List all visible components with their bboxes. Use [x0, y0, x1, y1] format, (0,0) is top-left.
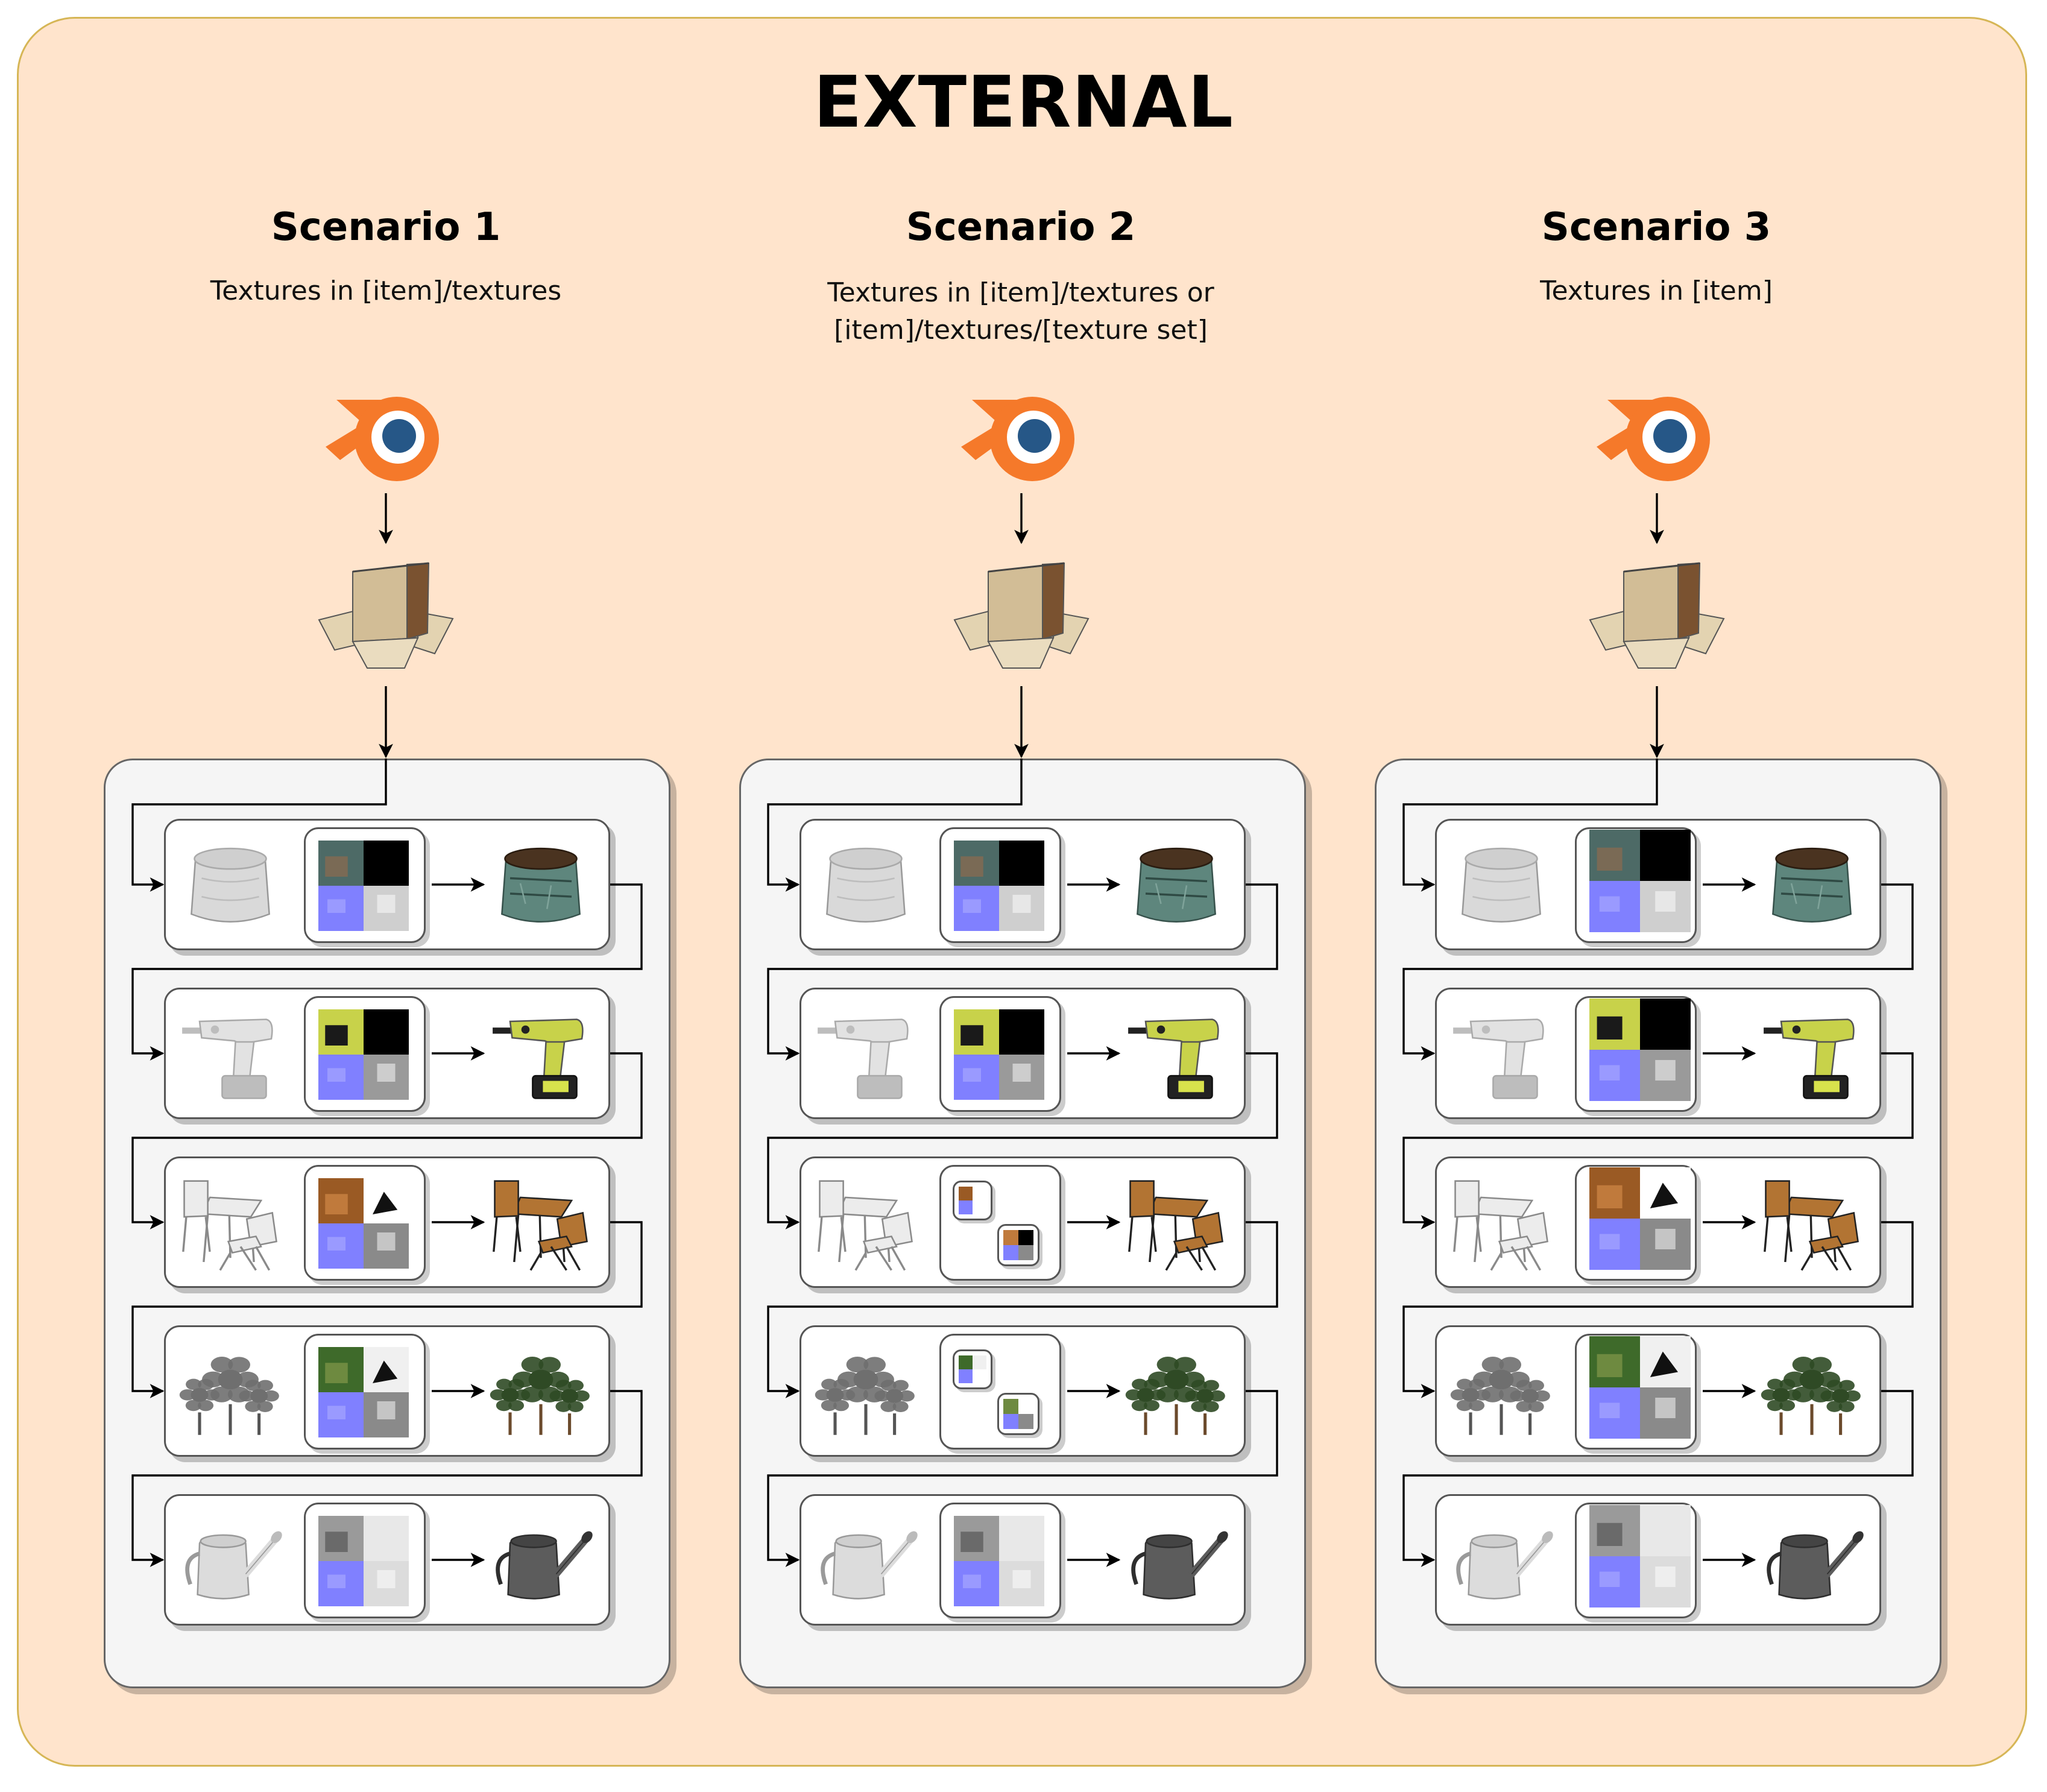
scenario-3-item-3-texture-maps-icon [1589, 1167, 1691, 1270]
scenario-2-item-4-textured-trees-icon [1125, 1357, 1225, 1435]
scenario-1-subtitle: Textures in [item]/textures [115, 273, 657, 310]
scenario-2-item-3-textured-chair-icon [1128, 1180, 1223, 1271]
scenario-3-item-5-texture-maps-icon [1589, 1505, 1691, 1607]
scenario-3-item-1-texture-maps-icon [1589, 830, 1691, 932]
scenario-2-blender-icon [961, 397, 1074, 481]
scenario-1-item-4-textured-trees-icon [490, 1357, 590, 1435]
scenario-3-item-5-textured-can-icon [1767, 1531, 1864, 1600]
scenario-2-item-4-to-5-connector [767, 1390, 1278, 1567]
scenario-2-item-3-to-4-connector [767, 1221, 1278, 1398]
scenario-1-item-2-to-3-connector [131, 1052, 643, 1229]
scenario-1-item-2-textured-drill-icon [493, 1018, 584, 1099]
scenario-1-item-4-untextured-trees-icon [179, 1357, 279, 1435]
scenario-3-item-4-textured-trees-icon [1761, 1357, 1861, 1435]
scenario-1-item-2-texture-maps-icon [318, 1009, 409, 1100]
scenario-2-item-4-texture-set-a-icon [959, 1355, 986, 1383]
scenario-1-item-5-textured-can-icon [496, 1531, 593, 1600]
scenario-1-item-1-texture-maps-icon [318, 841, 409, 931]
scenario-2-item-4-untextured-trees-icon [815, 1357, 915, 1435]
scenario-3-item-5-untextured-can-icon [1456, 1531, 1553, 1600]
scenario-2-item-5-untextured-can-icon [821, 1531, 918, 1600]
scenario-2-item-1-to-2-connector [767, 883, 1278, 1061]
scenario-1-package-icon [318, 562, 454, 669]
scenario-1-item-5-texture-maps-icon [318, 1516, 409, 1606]
scenario-1-blender-icon [326, 397, 439, 481]
scenario-2-entry-connector [767, 759, 1023, 892]
scenario-2-subtitle-line-1: Textures in [item]/textures or [827, 277, 1214, 308]
scenario-3-title: Scenario 3 [1541, 205, 1771, 250]
scenario-2-item-5-texture-maps-icon [954, 1516, 1044, 1606]
scenario-1-item-1-untextured-sack-icon [191, 847, 270, 923]
scenario-3-package-icon [1589, 562, 1725, 669]
scenario-3-entry-connector [1402, 759, 1658, 892]
scenario-2-package-icon [953, 562, 1090, 669]
scenario-1-item-4-to-5-connector [131, 1390, 643, 1567]
scenario-2-item-4-texture-set-b-icon [1003, 1399, 1033, 1429]
scenario-1-item-1-to-2-connector [131, 883, 643, 1061]
scenario-3-subtitle-line: Textures in [item] [1540, 276, 1773, 306]
scenario-1-title: Scenario 1 [271, 205, 501, 250]
scenario-2-item-1-texture-maps-icon [954, 841, 1044, 931]
scenario-1-subtitle-line: Textures in [item]/textures [210, 276, 562, 306]
scenario-3-item-1-untextured-sack-icon [1462, 847, 1541, 923]
main-title: EXTERNAL [813, 60, 1234, 144]
scenario-1-item-3-texture-maps-icon [318, 1178, 409, 1269]
scenario-3-subtitle: Textures in [item] [1385, 273, 1928, 310]
scenario-3-item-1-textured-sack-icon [1772, 847, 1852, 923]
scenario-3-item-4-untextured-trees-icon [1450, 1357, 1550, 1435]
scenario-2-subtitle-line-2: [item]/textures/[texture set] [834, 315, 1208, 345]
scenario-1-item-2-untextured-drill-icon [182, 1018, 273, 1099]
scenario-3-item-3-textured-chair-icon [1764, 1180, 1859, 1271]
scenario-2-item-1-untextured-sack-icon [826, 847, 906, 923]
scenario-2-item-5-textured-can-icon [1131, 1531, 1228, 1600]
scenario-1-entry-connector [131, 759, 387, 892]
scenario-3-item-2-texture-maps-icon [1589, 999, 1691, 1101]
scenario-1-item-4-texture-maps-icon [318, 1347, 409, 1437]
scenario-2-item-3-texture-set-b-icon [1003, 1230, 1033, 1260]
scenario-2-item-1-textured-sack-icon [1137, 847, 1216, 923]
scenario-3-item-1-to-2-connector [1402, 883, 1914, 1061]
scenario-3-item-4-to-5-connector [1402, 1390, 1914, 1567]
scenario-2-item-3-texture-set-a-icon [959, 1187, 986, 1214]
scenario-1-item-3-untextured-chair-icon [182, 1180, 277, 1271]
scenario-3-item-2-textured-drill-icon [1764, 1018, 1855, 1099]
scenario-2-item-2-texture-maps-icon [954, 1009, 1044, 1100]
scenario-3-item-4-texture-maps-icon [1589, 1336, 1691, 1439]
scenario-2-subtitle: Textures in [item]/textures or [item]/te… [749, 274, 1292, 349]
scenario-2-title: Scenario 2 [906, 205, 1136, 250]
scenario-3-item-3-untextured-chair-icon [1453, 1180, 1548, 1271]
scenario-1-item-1-textured-sack-icon [501, 847, 581, 923]
scenario-2-item-2-to-3-connector [767, 1052, 1278, 1229]
scenario-3-item-3-to-4-connector [1402, 1221, 1914, 1398]
scenario-2-item-2-untextured-drill-icon [818, 1018, 909, 1099]
scenario-3-item-2-untextured-drill-icon [1453, 1018, 1544, 1099]
scenario-3-blender-icon [1597, 397, 1710, 481]
scenario-3-item-2-to-3-connector [1402, 1052, 1914, 1229]
scenario-2-item-3-untextured-chair-icon [818, 1180, 913, 1271]
scenario-1-item-3-textured-chair-icon [493, 1180, 588, 1271]
scenario-1-item-5-untextured-can-icon [185, 1531, 282, 1600]
scenario-1-item-3-to-4-connector [131, 1221, 643, 1398]
scenario-2-item-2-textured-drill-icon [1128, 1018, 1219, 1099]
